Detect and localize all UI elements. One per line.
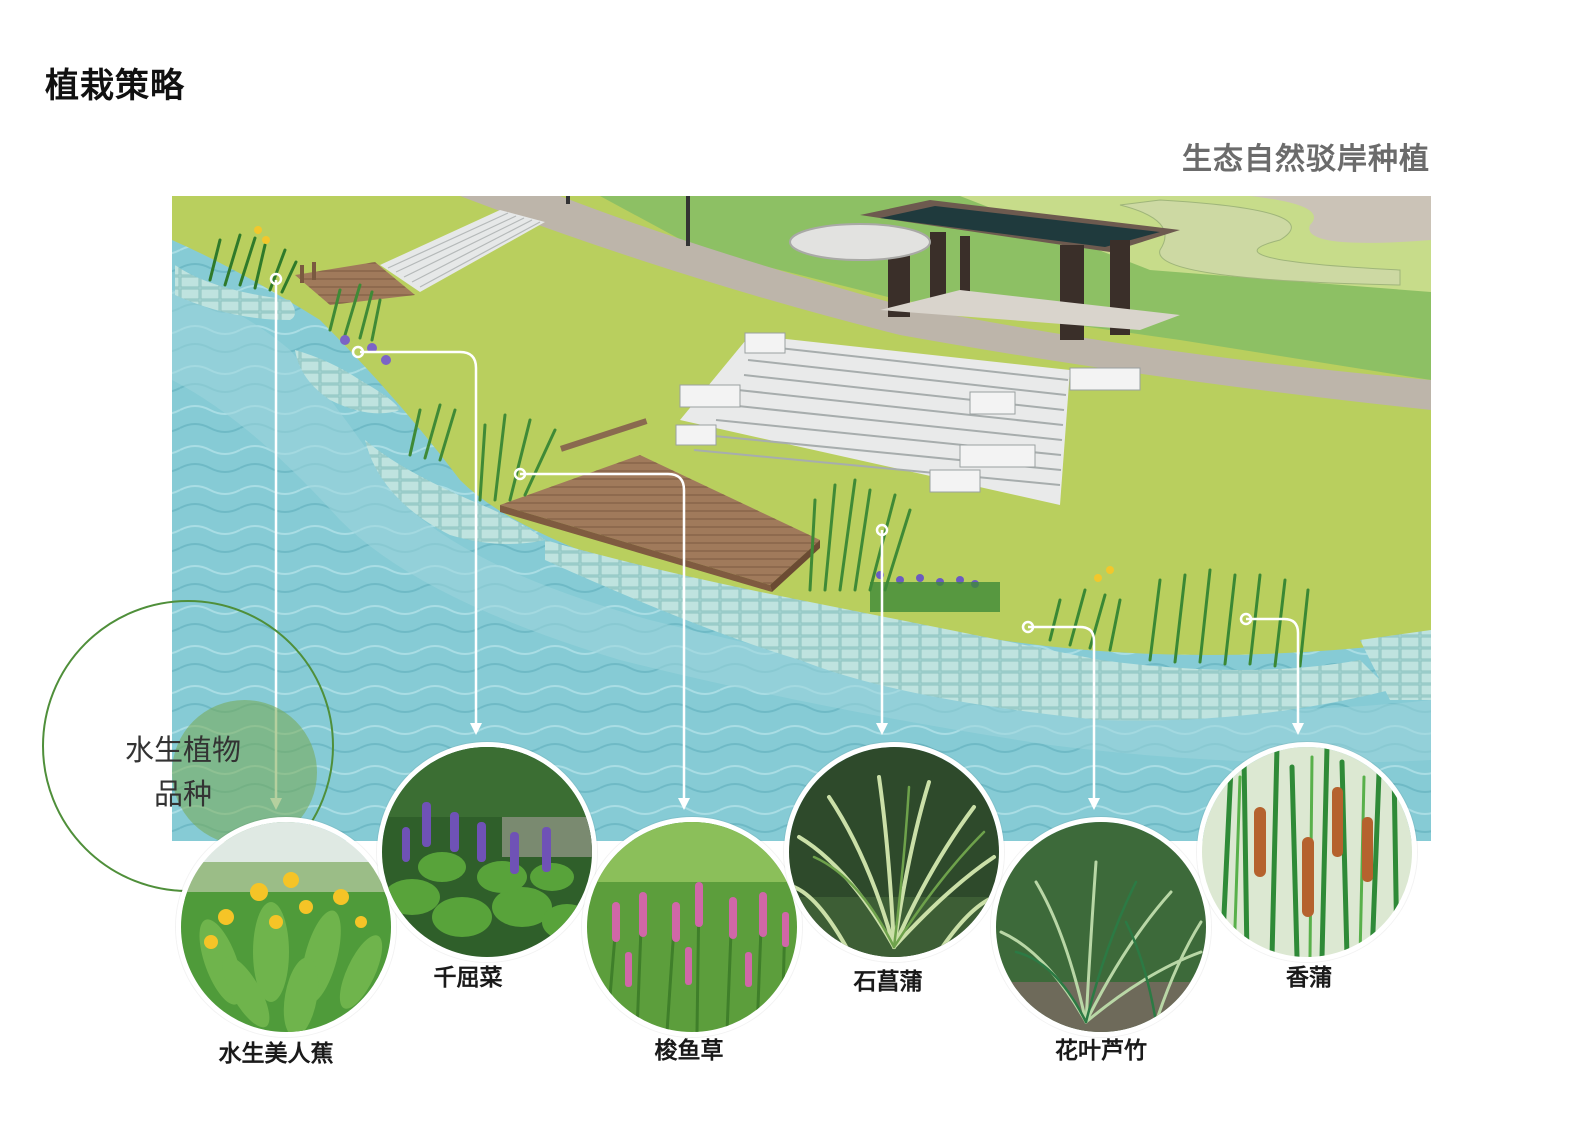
plant-name-huayeluzhu: 花叶芦竹 <box>1055 1038 1147 1064</box>
category-label-line2: 品种 <box>153 777 212 811</box>
timber-deck <box>500 455 820 585</box>
plant-name-suoyucao: 梭鱼草 <box>654 1038 724 1064</box>
plant-photo-shichangpu <box>784 742 1004 962</box>
plant-photo-qianqucai <box>377 742 597 962</box>
plant-photo-huayeluzhu <box>991 817 1211 1037</box>
plant-name-shichangpu: 石菖蒲 <box>853 969 923 995</box>
plant-photo-suoyucao <box>582 817 802 1037</box>
category-label: 水生植物 品种 <box>108 728 258 816</box>
walking-path <box>460 196 1431 410</box>
plant-photo-canna <box>176 817 396 1037</box>
plant-name-xiangpu: 香蒲 <box>1286 965 1332 991</box>
section-title: 生态自然驳岸种植 <box>1182 142 1430 177</box>
plant-photo-xiangpu <box>1197 742 1417 962</box>
category-label-line1: 水生植物 <box>124 733 241 767</box>
page-title: 植栽策略 <box>45 66 185 106</box>
stone-revetment <box>545 540 1390 721</box>
plant-name-canna: 水生美人蕉 <box>218 1041 334 1067</box>
leader-lines <box>274 280 1300 800</box>
plant-name-qianqucai: 千屈菜 <box>433 965 503 991</box>
